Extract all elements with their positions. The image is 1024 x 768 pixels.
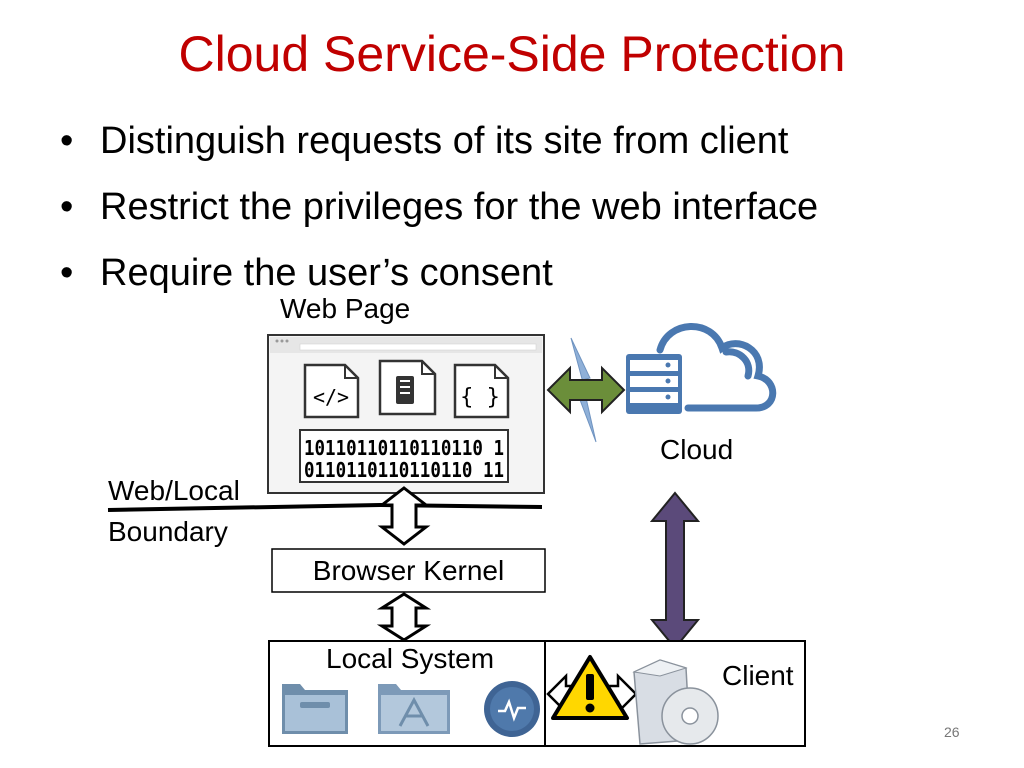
browser-kernel-label: Browser Kernel <box>312 555 505 586</box>
bullet-dot-icon: • <box>60 252 74 294</box>
applications-folder-icon <box>378 684 450 734</box>
binary-data-block: 10110110110110110 1 0110110110110110 11 <box>299 429 509 483</box>
bullet-text: Restrict the privileges for the web inte… <box>100 186 819 228</box>
server-icon <box>626 354 682 414</box>
bullet-list: • Distinguish requests of its site from c… <box>60 108 818 306</box>
software-package-icon <box>632 659 719 745</box>
boundary-label-line-1: Web/Local <box>108 475 240 506</box>
cloud-icon <box>656 323 777 412</box>
document-file-icon <box>378 359 437 416</box>
local-system-label: Local System <box>326 643 495 674</box>
page-number: 26 <box>944 724 960 740</box>
bullet-text: Require the user’s consent <box>100 252 553 294</box>
bullet-item: • Restrict the privileges for the web int… <box>60 174 818 240</box>
json-glyph: { } <box>460 385 500 410</box>
green-double-arrow-icon <box>546 365 626 415</box>
web-kernel-double-arrow-icon <box>377 486 431 546</box>
html-tag-glyph: </> <box>313 385 349 409</box>
bullet-item: • Distinguish requests of its site from c… <box>60 108 818 174</box>
html-file-icon: </> <box>303 363 360 419</box>
health-app-icon <box>484 681 540 737</box>
bullet-dot-icon: • <box>60 120 74 162</box>
folder-icon <box>282 684 348 734</box>
client-label: Client <box>722 660 794 691</box>
binary-line-1: 10110110110110110 1 <box>304 436 504 460</box>
kernel-local-double-arrow-icon <box>376 592 432 642</box>
warning-icon <box>551 655 629 720</box>
boundary-label-line-2: Boundary <box>108 516 228 547</box>
browser-kernel-box <box>271 548 546 593</box>
web-page-label: Web Page <box>280 293 411 324</box>
bullet-text: Distinguish requests of its site from cl… <box>100 120 789 162</box>
binary-line-2: 0110110110110110 11 <box>304 458 504 482</box>
cloud-label: Cloud <box>660 434 734 465</box>
json-file-icon: { } <box>453 363 510 419</box>
bullet-item: • Require the user’s consent <box>60 240 818 306</box>
purple-double-arrow-icon <box>649 491 701 650</box>
bullet-dot-icon: • <box>60 186 74 228</box>
slide-title: Cloud Service-Side Protection <box>178 26 846 82</box>
